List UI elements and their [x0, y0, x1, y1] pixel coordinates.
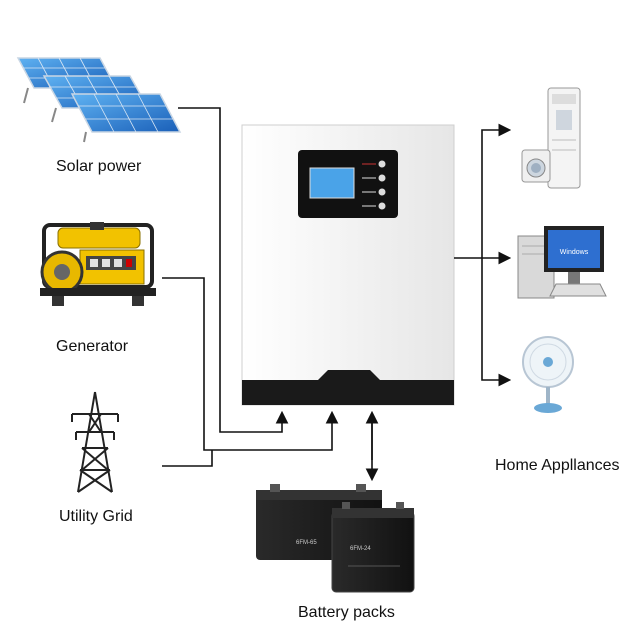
battery-small-model: 6FM-24 [350, 546, 371, 552]
generator-label: Generator [56, 338, 129, 355]
inverter-unit [241, 124, 455, 406]
solar-wire [178, 107, 289, 433]
generator-wire [162, 277, 339, 451]
grid-wire [162, 450, 213, 467]
desktop-computer-icon: Windows [517, 226, 607, 299]
utility-grid-label: Utility Grid [59, 508, 133, 525]
windows-logo-text: Windows [560, 249, 589, 256]
home-appliances-label: Home Appllances [495, 457, 620, 474]
air-conditioner-icon [547, 87, 581, 189]
battery-big-model: 6FM-65 [296, 540, 317, 546]
generator-icon [40, 222, 156, 306]
solar-power-label: Solar power [56, 158, 142, 175]
electric-fan-icon [522, 336, 574, 413]
battery-packs-label: Battery packs [298, 604, 395, 621]
washing-machine-icon [521, 149, 551, 183]
wire-connections [162, 107, 512, 482]
output-wire [454, 123, 512, 259]
battery-small-icon: 6FM-24 [331, 502, 415, 593]
solar-panel-icon [16, 57, 182, 143]
utility-tower-icon [71, 391, 119, 493]
